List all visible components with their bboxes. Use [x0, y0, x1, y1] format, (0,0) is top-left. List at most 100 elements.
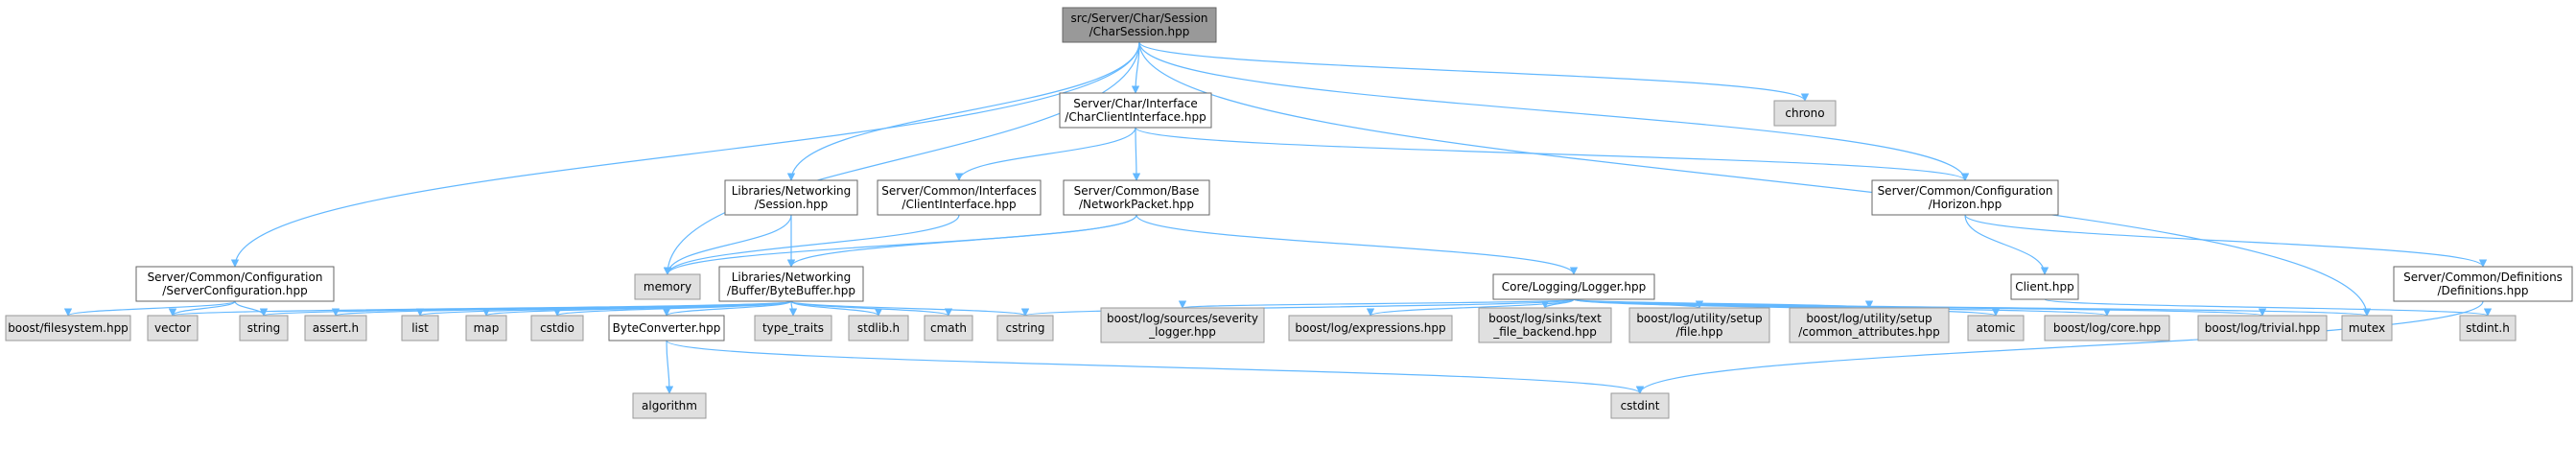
node-box [1967, 315, 2025, 341]
node-label: list [411, 321, 429, 335]
edge-networkpacket-to-memory [663, 214, 1137, 275]
node-serverconfiguration[interactable]: Server/Common/Configuration/ServerConfig… [135, 266, 335, 302]
node-label: chrono [1785, 106, 1824, 120]
node-label: Server/Char/Interface [1073, 97, 1197, 110]
node-label: ByteConverter.hpp [613, 321, 721, 335]
node-box [2341, 315, 2393, 341]
node-label: boost/filesystem.hpp [8, 321, 129, 335]
node-label: Server/Common/Base [1074, 184, 1200, 198]
node-clientinterface[interactable]: Server/Common/Interfaces/ClientInterface… [877, 179, 1042, 216]
node-networkpacket[interactable]: Server/Common/Base/NetworkPacket.hpp [1063, 179, 1210, 216]
node-label: string [247, 321, 280, 335]
node-box [147, 315, 199, 341]
node-label: vector [154, 321, 191, 335]
node-label: boost/log/sinks/text [1488, 312, 1602, 325]
node-session[interactable]: Libraries/Networking/Session.hpp [724, 179, 858, 216]
edge-clientinterface-to-memory [663, 214, 960, 275]
node-expressions: boost/log/expressions.hpp [1288, 315, 1453, 341]
node-box [632, 392, 707, 419]
node-cstdio: cstdio [530, 315, 584, 341]
edge-logger-to-severitylogger [1179, 298, 1575, 309]
edge-charsession-to-session [786, 41, 1140, 181]
node-box [1059, 92, 1212, 129]
edge-charclientinterface-to-horizon [1135, 127, 1969, 181]
edge-networkpacket-to-bytebuffer [786, 214, 1137, 268]
node-box [2044, 315, 2170, 341]
node-label: /CharClientInterface.hpp [1065, 110, 1206, 124]
node-box [401, 315, 439, 341]
node-horizon[interactable]: Server/Common/Configuration/Horizon.hpp [1871, 179, 2059, 216]
node-label: cmath [930, 321, 967, 335]
node-box [754, 315, 832, 341]
edge-charclientinterface-to-clientinterface [954, 127, 1136, 181]
node-label: type_traits [762, 321, 824, 335]
edge-byteconverter-to-cstdint [666, 340, 1644, 394]
edge-charsession-to-mutex [1138, 41, 2372, 317]
node-label: Server/Common/Configuration [1878, 184, 2053, 198]
node-label: /CharSession.hpp [1089, 25, 1190, 38]
edge-horizon-to-client [1964, 214, 2049, 275]
node-box [5, 315, 131, 341]
node-filesystem: boost/filesystem.hpp [5, 315, 131, 341]
node-label: /Horizon.hpp [1929, 198, 2002, 211]
node-box [1478, 307, 1612, 343]
node-label: /Buffer/ByteBuffer.hpp [727, 284, 855, 297]
node-label: atomic [1976, 321, 2015, 335]
node-byteconverter[interactable]: ByteConverter.hpp [608, 315, 725, 341]
node-box [2393, 266, 2573, 302]
node-label: memory [644, 280, 691, 294]
edge-serverconfiguration-to-filesystem [63, 300, 236, 317]
node-cstdint: cstdint [1610, 392, 1670, 419]
edge-bytebuffer-to-vector [169, 300, 792, 317]
node-box [877, 179, 1042, 216]
node-bytebuffer[interactable]: Libraries/Networking/Buffer/ByteBuffer.h… [718, 266, 864, 302]
edge-bytebuffer-to-cstring [790, 300, 1029, 317]
node-label: assert.h [313, 321, 359, 335]
node-label: Server/Common/Configuration [148, 271, 323, 284]
node-label: boost/log/utility/setup [1806, 312, 1932, 325]
node-label: /file.hpp [1676, 325, 1723, 339]
node-box [1871, 179, 2059, 216]
edge-charsession-to-chrono [1138, 41, 1810, 102]
edge-logger-to-expressions [1366, 298, 1575, 317]
node-box [718, 266, 864, 302]
edge-bytebuffer-to-cstdio [553, 300, 792, 317]
edge-charsession-to-serverconfiguration [230, 41, 1140, 268]
node-box [304, 315, 367, 341]
node-stdlibh: stdlib.h [848, 315, 909, 341]
edge-horizon-to-definitions [1964, 214, 2488, 268]
node-label: cstring [1005, 321, 1044, 335]
node-logger[interactable]: Core/Logging/Logger.hpp [1492, 273, 1655, 300]
edge-networkpacket-to-logger [1136, 214, 1579, 275]
node-box [2010, 273, 2079, 300]
node-box [724, 179, 858, 216]
node-algorithm: algorithm [632, 392, 707, 419]
node-box [2459, 315, 2517, 341]
node-label: Server/Common/Definitions [2403, 271, 2563, 284]
node-box [1628, 307, 1770, 343]
edge-bytebuffer-to-typetraits [788, 300, 798, 317]
node-box [608, 315, 725, 341]
node-label: /Definitions.hpp [2437, 284, 2528, 297]
node-label: boost/log/expressions.hpp [1295, 321, 1445, 335]
node-label: algorithm [642, 399, 697, 412]
node-box [1063, 179, 1210, 216]
node-cmath: cmath [924, 315, 973, 341]
node-box [530, 315, 584, 341]
node-trivial: boost/log/trivial.hpp [2197, 315, 2328, 341]
node-label: boost/log/sources/severity [1107, 312, 1258, 325]
edge-bytebuffer-to-byteconverter [662, 300, 792, 317]
node-box [1492, 273, 1655, 300]
node-map: map [465, 315, 507, 341]
node-cstring: cstring [996, 315, 1054, 341]
node-charsession[interactable]: src/Server/Char/Session/CharSession.hpp [1062, 7, 1217, 43]
node-label: _logger.hpp [1148, 325, 1216, 339]
node-charclientinterface[interactable]: Server/Char/Interface/CharClientInterfac… [1059, 92, 1212, 129]
node-definitions[interactable]: Server/Common/Definitions/Definitions.hp… [2393, 266, 2573, 302]
node-list: list [401, 315, 439, 341]
node-box [465, 315, 507, 341]
node-stdinth: stdint.h [2459, 315, 2517, 341]
node-label: boost/log/utility/setup [1636, 312, 1762, 325]
node-client[interactable]: Client.hpp [2010, 273, 2079, 300]
node-commonattributes: boost/log/utility/setup/common_attribute… [1789, 307, 1950, 343]
